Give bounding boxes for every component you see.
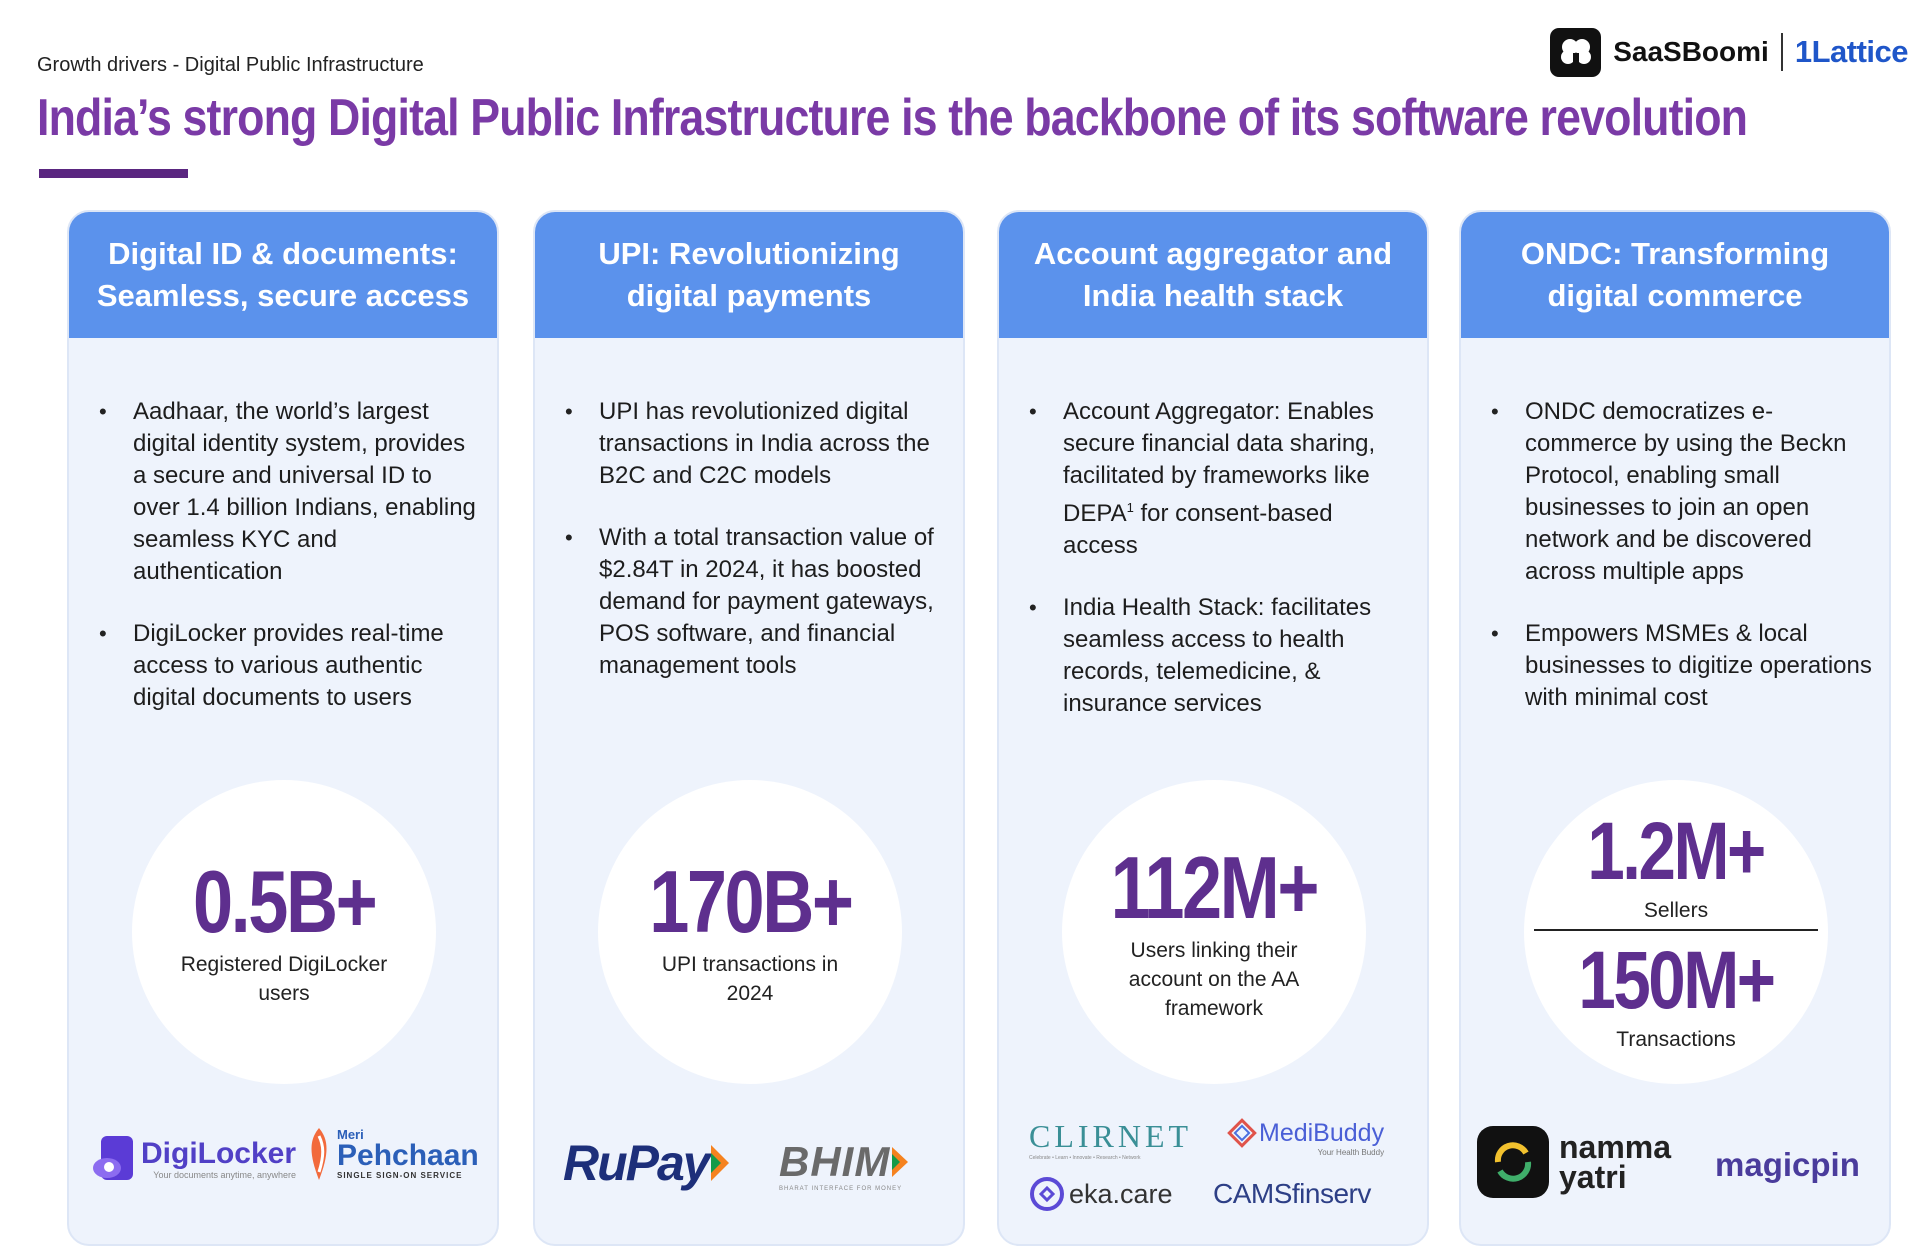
lattice-logo: 1Lattice — [1794, 34, 1909, 70]
bullet-item: Aadhaar, the world’s largest digital ide… — [85, 396, 483, 588]
namma-yatri-icon — [1477, 1126, 1549, 1198]
clirnet-tagline: Celebrate • Learn • Innovate • Research … — [1029, 1155, 1141, 1161]
footnote-marker: 1 — [1126, 500, 1134, 515]
digilocker-icon — [93, 1136, 133, 1180]
stat-value: 0.5B+ — [192, 852, 378, 951]
pehchaan-icon — [311, 1128, 327, 1180]
bullet-list: UPI has revolutionized digital transacti… — [551, 396, 949, 712]
meri-pehchaan-logo: Meri Pehchaan SINGLE SIGN-ON SERVICE — [305, 1126, 479, 1182]
magicpin-wordmark: magicpin — [1715, 1146, 1860, 1183]
saasboomi-logo-icon — [1550, 27, 1602, 77]
card-header: ONDC: Transforming digital commerce — [1461, 212, 1889, 338]
bhim-tagline: BHARAT INTERFACE FOR MONEY — [779, 1186, 903, 1192]
camsfinserv-logo: CAMSfinserv — [1213, 1178, 1371, 1210]
card-digital-id: Digital ID & documents: Seamless, secure… — [67, 210, 499, 1246]
stat-label-sellers: Sellers — [1643, 899, 1709, 922]
card-header: UPI: Revolutionizing digital payments — [535, 212, 963, 338]
medibuddy-icon — [1227, 1118, 1257, 1148]
stat-label: Users linking their account on the AA fr… — [1128, 938, 1300, 1020]
lattice-mark-icon: 1 — [1794, 34, 1812, 69]
bullet-list: Account Aggregator: Enables secure finan… — [1015, 396, 1413, 750]
rupay-chevron-icon — [710, 1145, 729, 1181]
stat-label: Registered DigiLocker users — [180, 953, 388, 1005]
logo-row: RuPay BHIM BHARAT INTERFACE FOR MONEY — [535, 1112, 963, 1222]
namma-yatri-logo: namma yatri — [1477, 1126, 1671, 1198]
bullet-item: India Health Stack: facilitates seamless… — [1015, 592, 1413, 720]
medibuddy-wordmark: MediBuddy — [1259, 1118, 1385, 1147]
rupay-logo: RuPay — [563, 1134, 731, 1192]
clirnet-logo: CLIRNET Celebrate • Learn • Innovate • R… — [1029, 1118, 1192, 1161]
logo-row: namma yatri magicpin — [1461, 1112, 1889, 1222]
saasboomi-name: SaaSBoomi — [1613, 36, 1769, 67]
digilocker-tagline: Your documents anytime, anywhere — [153, 1170, 297, 1180]
namma-yatri-line2: yatri — [1559, 1159, 1627, 1195]
rupay-wordmark: RuPay — [563, 1135, 711, 1191]
camsfinserv-wordmark: CAMSfinserv — [1213, 1178, 1371, 1209]
pillar-cards: Digital ID & documents: Seamless, secure… — [67, 210, 1893, 1246]
bhim-arrow-icon — [892, 1147, 909, 1177]
card-header: Digital ID & documents: Seamless, secure… — [69, 212, 497, 338]
lattice-name: Lattice — [1811, 34, 1909, 69]
card-upi: UPI: Revolutionizing digital payments UP… — [533, 210, 965, 1246]
brand-lockup: SaaSBoomi 1Lattice — [1550, 26, 1909, 78]
logo-row: CLIRNET Celebrate • Learn • Innovate • R… — [999, 1112, 1427, 1222]
card-header: Account aggregator and India health stac… — [999, 212, 1427, 338]
ekacare-logo: eka.care — [1029, 1176, 1173, 1212]
stat-circle: 1.2M+ Sellers 150M+ Transactions — [1524, 780, 1828, 1084]
brand-divider — [1780, 33, 1783, 71]
ekacare-icon — [1030, 1177, 1064, 1211]
pehchaan-top: Meri — [337, 1127, 364, 1142]
breadcrumb: Growth drivers - Digital Public Infrastr… — [37, 54, 424, 76]
logo-row: DigiLocker Your documents anytime, anywh… — [69, 1112, 497, 1222]
medibuddy-logo: MediBuddy Your Health Buddy — [1227, 1118, 1384, 1157]
bullet-list: ONDC democratizes e-commerce by using th… — [1477, 396, 1875, 744]
bullet-list: Aadhaar, the world’s largest digital ide… — [85, 396, 483, 744]
medibuddy-tagline: Your Health Buddy — [1317, 1148, 1385, 1157]
digilocker-wordmark: DigiLocker — [141, 1137, 297, 1170]
bullet-text: Account Aggregator: Enables secure finan… — [1063, 398, 1376, 527]
card-account-aggregator: Account aggregator and India health stac… — [997, 210, 1429, 1246]
card-ondc: ONDC: Transforming digital commerce ONDC… — [1459, 210, 1891, 1246]
pehchaan-tagline: SINGLE SIGN-ON SERVICE — [337, 1171, 463, 1180]
pehchaan-wordmark: Pehchaan — [337, 1139, 479, 1172]
title-underline — [39, 169, 188, 178]
stat-circle: 170B+ UPI transactions in 2024 — [598, 780, 902, 1084]
ekacare-wordmark: eka.care — [1069, 1178, 1173, 1209]
bullet-item: Empowers MSMEs & local businesses to dig… — [1477, 618, 1875, 714]
stat-circle: 112M+ Users linking their account on the… — [1062, 780, 1366, 1084]
clirnet-wordmark: CLIRNET — [1029, 1118, 1193, 1154]
stat-value-transactions: 150M+ — [1578, 935, 1776, 1026]
stat-value-sellers: 1.2M+ — [1587, 806, 1767, 897]
bullet-text-suffix: for consent-based access — [1063, 500, 1333, 559]
stat-label-transactions: Transactions — [1616, 1028, 1736, 1051]
stat-divider — [1534, 929, 1818, 931]
bhim-wordmark: BHIM — [779, 1138, 891, 1185]
stat-circle: 0.5B+ Registered DigiLocker users — [132, 780, 436, 1084]
stat-value: 170B+ — [648, 852, 854, 951]
bullet-item: UPI has revolutionized digital transacti… — [551, 396, 949, 492]
namma-yatri-line1: namma — [1559, 1129, 1672, 1165]
bullet-item: Account Aggregator: Enables secure finan… — [1015, 396, 1413, 562]
digilocker-logo: DigiLocker Your documents anytime, anywh… — [91, 1134, 296, 1184]
page-title: India’s strong Digital Public Infrastruc… — [37, 89, 1748, 147]
stat-value: 112M+ — [1110, 837, 1320, 937]
bullet-item: With a total transaction value of $2.84T… — [551, 522, 949, 682]
bullet-item: DigiLocker provides real-time access to … — [85, 618, 483, 714]
stat-label: UPI transactions in 2024 — [661, 953, 839, 1005]
bullet-item: ONDC democratizes e-commerce by using th… — [1477, 396, 1875, 588]
magicpin-logo: magicpin — [1715, 1146, 1860, 1184]
bhim-logo: BHIM BHARAT INTERFACE FOR MONEY — [779, 1138, 910, 1192]
